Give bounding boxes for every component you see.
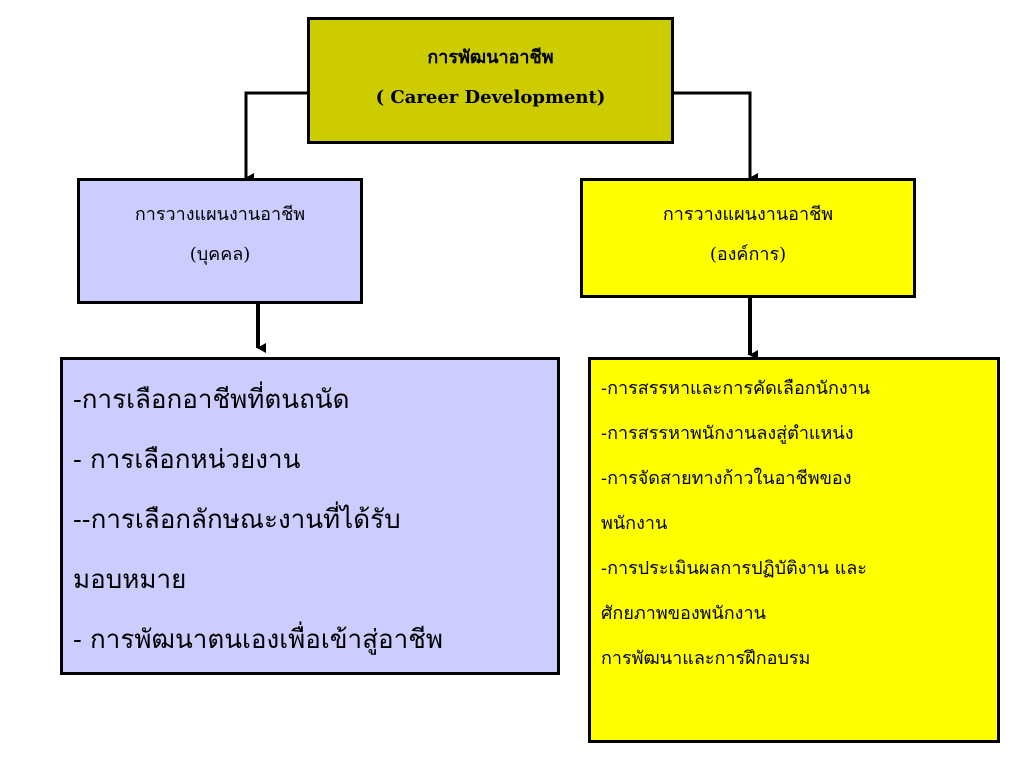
list-item: - การเลือกหน่วยงาน [73,445,301,475]
individual-planning-subtitle: (บุคคล) [189,244,251,265]
list-item: มอบหมาย [73,565,187,595]
individual-activities-list: -การเลือกอาชีพที่ตนถนัด - การเลือกหน่วยง… [60,357,560,675]
list-item: -การสรรหาและการคัดเลือกนักงาน [601,378,871,399]
list-item: -การประเมินผลการปฏิบัติงาน และ [601,558,867,579]
list-item: พนักงาน [601,513,668,534]
list-item: - การพัฒนาตนเองเพื่อเข้าสู่อาชีพ [73,625,443,655]
list-item: การพัฒนาและการฝึกอบรม [601,648,811,669]
list-item: -การเลือกอาชีพที่ตนถนัด [73,385,350,415]
organization-activities-list: -การสรรหาและการคัดเลือกนักงาน -การสรรหาพ… [588,357,1000,743]
root-node: การพัฒนาอาชีพ ( Career Development) [307,17,674,144]
root-title: การพัฒนาอาชีพ [427,47,554,68]
organization-planning-title: การวางแผนงานอาชีพ [662,204,834,225]
organization-planning-node: การวางแผนงานอาชีพ (องค์การ) [580,178,916,298]
connector-root-to-left [244,91,307,183]
list-item: ศักยภาพของพนักงาน [601,603,766,624]
individual-planning-title: การวางแผนงานอาชีพ [134,204,306,225]
list-item: -การสรรหาพนักงานลงสู่ตำแหน่ง [601,423,854,444]
root-subtitle: ( Career Development) [375,87,606,108]
organization-planning-subtitle: (องค์การ) [709,244,787,265]
list-item: --การเลือกลักษณะงานที่ได้รับ [73,505,401,535]
list-item: -การจัดสายทางก้าวในอาชีพของ [601,468,852,489]
connector-root-to-right [674,91,758,183]
individual-planning-node: การวางแผนงานอาชีพ (บุคคล) [77,178,363,304]
